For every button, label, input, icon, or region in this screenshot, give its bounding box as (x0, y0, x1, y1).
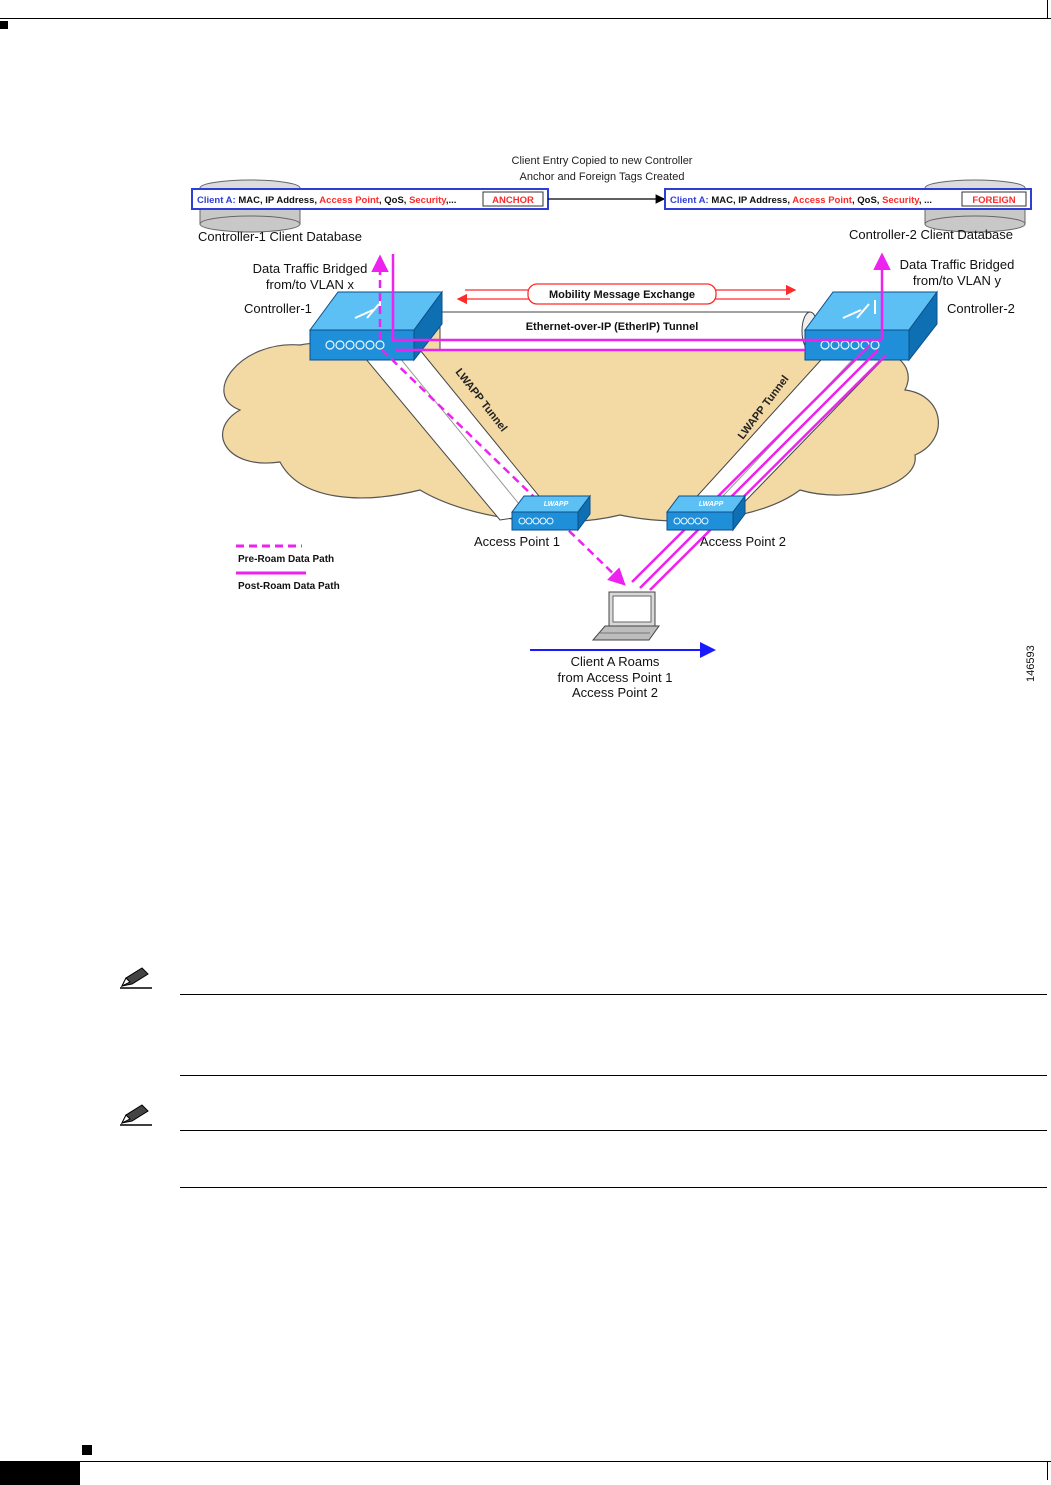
etherip-tunnel (439, 311, 819, 351)
pre-roam-path (371, 254, 626, 586)
ap2-label: Access Point 2 (700, 534, 786, 549)
page-header-rule (0, 18, 1051, 19)
bridge-left-1: Data Traffic Bridged (253, 261, 368, 276)
db2-record-text: Client A: MAC, IP Address, Access Point,… (670, 195, 932, 206)
controller2-label: Controller-2 (947, 301, 1015, 316)
roam-label-3: Access Point 2 (572, 685, 658, 700)
controller1-label: Controller-1 (244, 301, 312, 316)
ap1-label: Access Point 1 (474, 534, 560, 549)
bridge-right-2: from/to VLAN y (913, 273, 1002, 288)
footer-right-tick (1047, 1462, 1048, 1480)
roam-label-2: from Access Point 1 (558, 670, 673, 685)
mobility-pill (527, 283, 717, 305)
footer-page-block (0, 1462, 80, 1485)
figure-id: 146593 (1025, 645, 1037, 682)
db1-label: Controller-1 Client Database (198, 229, 362, 244)
etherip-label: Ethernet-over-IP (EtherIP) Tunnel (526, 321, 699, 333)
roaming-diagram: Client Entry Copied to new Controller An… (191, 155, 1037, 700)
laptop-client-icon (591, 591, 660, 641)
note2-top-rule (180, 1130, 1047, 1131)
copy-caption-2: Anchor and Foreign Tags Created (520, 171, 685, 183)
header-right-tick (1047, 0, 1048, 18)
foreign-tag-box (961, 191, 1027, 207)
note1-top-rule (180, 994, 1047, 995)
copy-caption-1: Client Entry Copied to new Controller (512, 155, 693, 167)
pencil-note-icon (120, 1104, 152, 1126)
pencil-note-icon (120, 967, 152, 989)
page-footer-rule (0, 1461, 1051, 1462)
svg-text:LWAPP: LWAPP (699, 501, 724, 508)
db2-label: Controller-2 Client Database (849, 227, 1013, 242)
db2-record-box (664, 188, 1032, 210)
bridge-left-2: from/to VLAN x (266, 277, 355, 292)
header-corner-mark (0, 21, 8, 29)
note2-bottom-rule (180, 1187, 1047, 1188)
note1-bottom-rule (180, 1075, 1047, 1076)
roam-label-1: Client A Roams (571, 654, 660, 669)
controller2-icon (804, 290, 938, 362)
access-point-2-icon: LWAPP (666, 494, 746, 532)
foreign-tag: FOREIGN (972, 195, 1015, 206)
roaming-figure: Client Entry Copied to new Controller An… (0, 0, 1051, 720)
bridge-right-1: Data Traffic Bridged (900, 257, 1015, 272)
legend-post-label: Post-Roam Data Path (238, 581, 340, 592)
svg-text:LWAPP: LWAPP (544, 501, 569, 508)
mobility-label: Mobility Message Exchange (549, 289, 695, 301)
anchor-tag: ANCHOR (492, 195, 534, 206)
footer-mark (82, 1445, 92, 1455)
anchor-tag-box (482, 191, 544, 207)
post-roam-path (391, 252, 891, 591)
controller1-icon (309, 290, 443, 362)
db1-record-text: Client A: MAC, IP Address, Access Point,… (197, 195, 456, 206)
access-point-1-icon: LWAPP (511, 494, 591, 532)
legend-pre-label: Pre-Roam Data Path (238, 554, 334, 565)
